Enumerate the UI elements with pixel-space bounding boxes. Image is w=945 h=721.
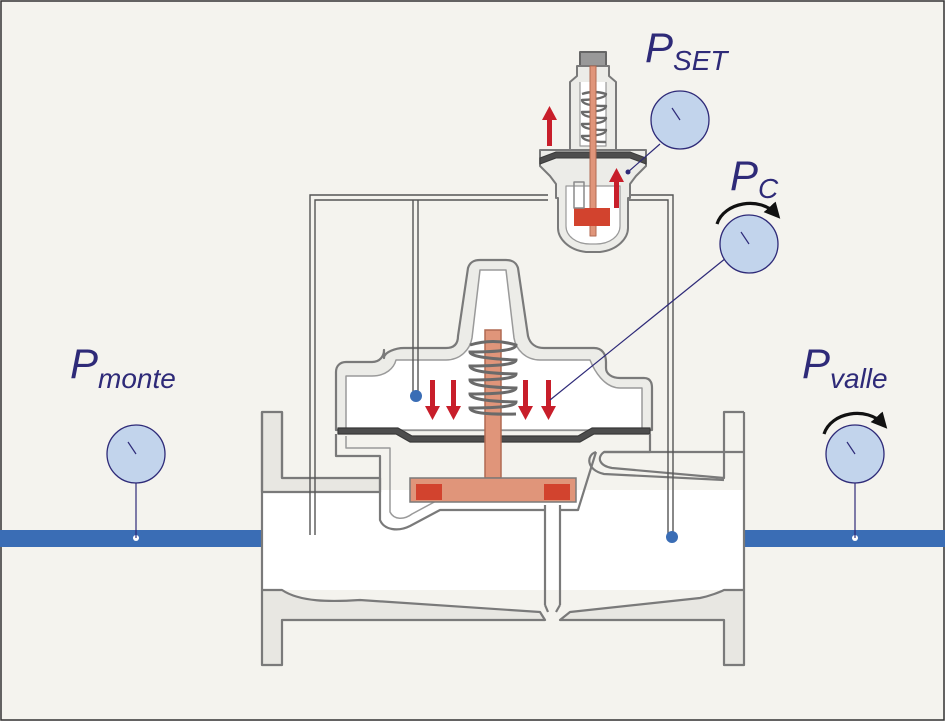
label-p-c: PC — [730, 152, 779, 204]
pressure-gauge-icon — [106, 424, 166, 484]
label-p-set: PSET — [645, 24, 729, 76]
downstream-pipe — [740, 530, 945, 547]
valve-stem-assembly — [409, 329, 577, 503]
chamber-force-arrows — [425, 380, 556, 420]
main-valve-body — [260, 410, 746, 667]
chamber-tap-point — [410, 390, 422, 402]
upstream-pipe — [0, 530, 265, 547]
downstream-tap-point — [666, 531, 678, 543]
pressure-gauge-icon — [825, 424, 885, 484]
label-p-valle: Pvalle — [802, 340, 888, 394]
rotation-arrow-icon — [715, 201, 781, 225]
main-spring — [468, 340, 518, 416]
label-p-monte: Pmonte — [70, 340, 176, 394]
pilot-tubing — [309, 194, 674, 535]
pressure-gauge-icon — [650, 90, 710, 150]
gauge-leaders — [135, 143, 856, 538]
disc-seal-right — [544, 484, 570, 500]
disc-seal-left — [416, 484, 442, 500]
pressure-gauge-icon — [719, 214, 779, 274]
rotation-arrow-icon — [822, 411, 888, 435]
pilot-force-arrows — [542, 106, 624, 208]
